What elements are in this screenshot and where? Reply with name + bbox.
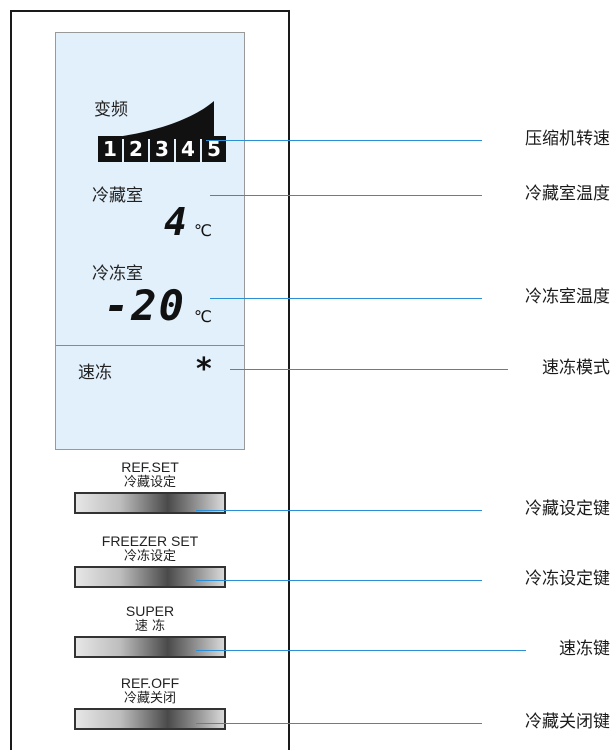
- leader-line-freezer-set: [196, 580, 482, 581]
- freezer-set-button[interactable]: [74, 566, 226, 588]
- lcd-display: 变频 1 2 3 4 5 冷藏室 4 ℃ 冷冻室 -20 ℃ 速冻 *: [55, 32, 245, 450]
- compressor-speed-ramp-icon: [98, 101, 214, 139]
- speed-digit: 4: [176, 136, 200, 162]
- fridge-temperature: 4: [164, 200, 189, 244]
- super-en-label: SUPER: [125, 603, 175, 619]
- leader-line-super: [196, 650, 526, 651]
- callout-ref-set-key: 冷藏设定键: [525, 499, 610, 519]
- freezer-set-cn-label: 冷冻设定: [123, 549, 176, 564]
- freezer-set-group: FREEZER SET 冷冻设定: [60, 534, 240, 588]
- callout-super-key: 速冻键: [559, 639, 610, 659]
- callout-quick-freeze-mode: 速冻模式: [542, 358, 610, 378]
- leader-line-freezer-temp: [210, 298, 482, 299]
- ref-set-en-label: REF.SET: [121, 459, 179, 475]
- fridge-label: 冷藏室: [92, 186, 143, 206]
- ref-off-en-label: REF.OFF: [120, 675, 180, 691]
- super-group: SUPER 速 冻: [60, 604, 240, 658]
- leader-line-ref-off: [196, 723, 482, 724]
- speed-digit: 2: [124, 136, 148, 162]
- lcd-divider: [56, 345, 244, 346]
- freezer-set-en-label: FREEZER SET: [101, 533, 199, 549]
- super-cn-label: 速 冻: [134, 619, 166, 634]
- freezer-label: 冷冻室: [92, 264, 143, 284]
- inverter-label: 变频: [94, 100, 128, 120]
- speed-digit: 3: [150, 136, 174, 162]
- ref-off-cn-label: 冷藏关闭: [123, 691, 176, 706]
- freezer-temperature: -20: [104, 281, 186, 330]
- callout-freezer-set-key: 冷冻设定键: [525, 569, 610, 589]
- ref-off-group: REF.OFF 冷藏关闭: [60, 676, 240, 730]
- ref-set-group: REF.SET 冷藏设定: [60, 460, 240, 514]
- ref-set-cn-label: 冷藏设定: [123, 475, 176, 490]
- ref-off-button[interactable]: [74, 708, 226, 730]
- fridge-temp-unit: ℃: [194, 221, 212, 240]
- speed-digit: 1: [98, 136, 122, 162]
- ref-set-button[interactable]: [74, 492, 226, 514]
- callout-freezer-temp: 冷冻室温度: [525, 287, 610, 307]
- super-freeze-button[interactable]: [74, 636, 226, 658]
- callout-ref-off-key: 冷藏关闭键: [525, 712, 610, 732]
- freezer-temp-unit: ℃: [194, 307, 212, 326]
- leader-line-compressor: [206, 140, 482, 141]
- callout-compressor-speed: 压缩机转速: [525, 129, 610, 149]
- callout-fridge-temp: 冷藏室温度: [525, 184, 610, 204]
- leader-line-fridge-temp: [210, 195, 482, 196]
- quick-freeze-label: 速冻: [78, 363, 112, 383]
- leader-line-ref-set: [196, 510, 482, 511]
- leader-line-quick-freeze: [230, 369, 508, 370]
- snowflake-icon: *: [196, 352, 212, 387]
